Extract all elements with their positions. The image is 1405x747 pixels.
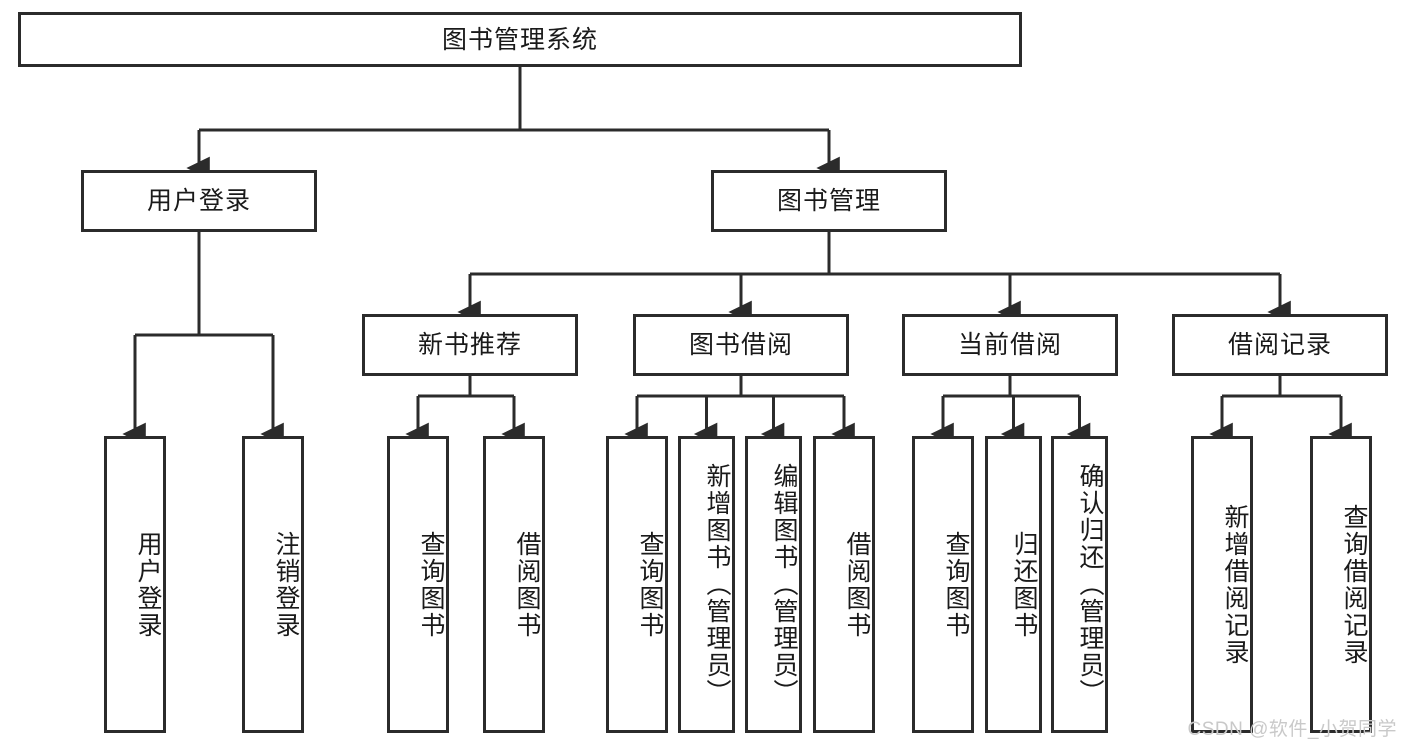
node-label: 归还图书 [1010, 530, 1038, 639]
node-leaf-query-books-2[interactable]: 查询图书 [606, 436, 668, 733]
node-label: 查询图书 [417, 530, 445, 639]
node-label: 新增图书（管理员） [703, 463, 731, 706]
node-leaf-add-book[interactable]: 新增图书（管理员） [678, 436, 735, 733]
node-leaf-query-borrow-record[interactable]: 查询借阅记录 [1310, 436, 1372, 733]
node-label: 当前借阅 [957, 331, 1062, 359]
node-leaf-confirm-return[interactable]: 确认归还（管理员） [1051, 436, 1108, 733]
node-label: 编辑图书（管理员） [770, 463, 798, 706]
node-label: 注销登录 [272, 530, 300, 639]
node-leaf-edit-book[interactable]: 编辑图书（管理员） [745, 436, 802, 733]
node-label: 借阅图书 [843, 530, 871, 639]
node-leaf-query-books-3[interactable]: 查询图书 [912, 436, 974, 733]
node-label: 借阅图书 [513, 530, 541, 639]
node-current-borrow[interactable]: 当前借阅 [902, 314, 1118, 376]
node-new-book-recommend[interactable]: 新书推荐 [362, 314, 578, 376]
node-label: 图书管理 [776, 187, 881, 215]
node-borrow-records[interactable]: 借阅记录 [1172, 314, 1388, 376]
csdn-watermark: CSDN @软件_小贺同学 [1187, 719, 1397, 740]
node-label: 确认归还（管理员） [1076, 463, 1104, 706]
node-label: 用户登录 [134, 530, 162, 639]
node-book-borrow[interactable]: 图书借阅 [633, 314, 849, 376]
node-label: 图书借阅 [688, 331, 793, 359]
node-leaf-borrow-books-2[interactable]: 借阅图书 [813, 436, 875, 733]
node-leaf-user-login[interactable]: 用户登录 [104, 436, 166, 733]
node-label: 新增借阅记录 [1221, 503, 1249, 666]
node-leaf-add-borrow-record[interactable]: 新增借阅记录 [1191, 436, 1253, 733]
node-label: 新书推荐 [417, 331, 522, 359]
node-label: 查询图书 [942, 530, 970, 639]
node-label: 查询图书 [636, 530, 664, 639]
node-leaf-borrow-books-1[interactable]: 借阅图书 [483, 436, 545, 733]
node-label: 借阅记录 [1227, 331, 1332, 359]
node-label: 用户登录 [146, 187, 251, 215]
node-leaf-query-books-1[interactable]: 查询图书 [387, 436, 449, 733]
node-book-management[interactable]: 图书管理 [711, 170, 947, 232]
node-leaf-logout[interactable]: 注销登录 [242, 436, 304, 733]
node-label: 查询借阅记录 [1340, 503, 1368, 666]
node-leaf-return-books[interactable]: 归还图书 [985, 436, 1042, 733]
node-root[interactable]: 图书管理系统 [18, 12, 1022, 67]
node-user-login[interactable]: 用户登录 [81, 170, 317, 232]
node-label: 图书管理系统 [441, 25, 598, 54]
